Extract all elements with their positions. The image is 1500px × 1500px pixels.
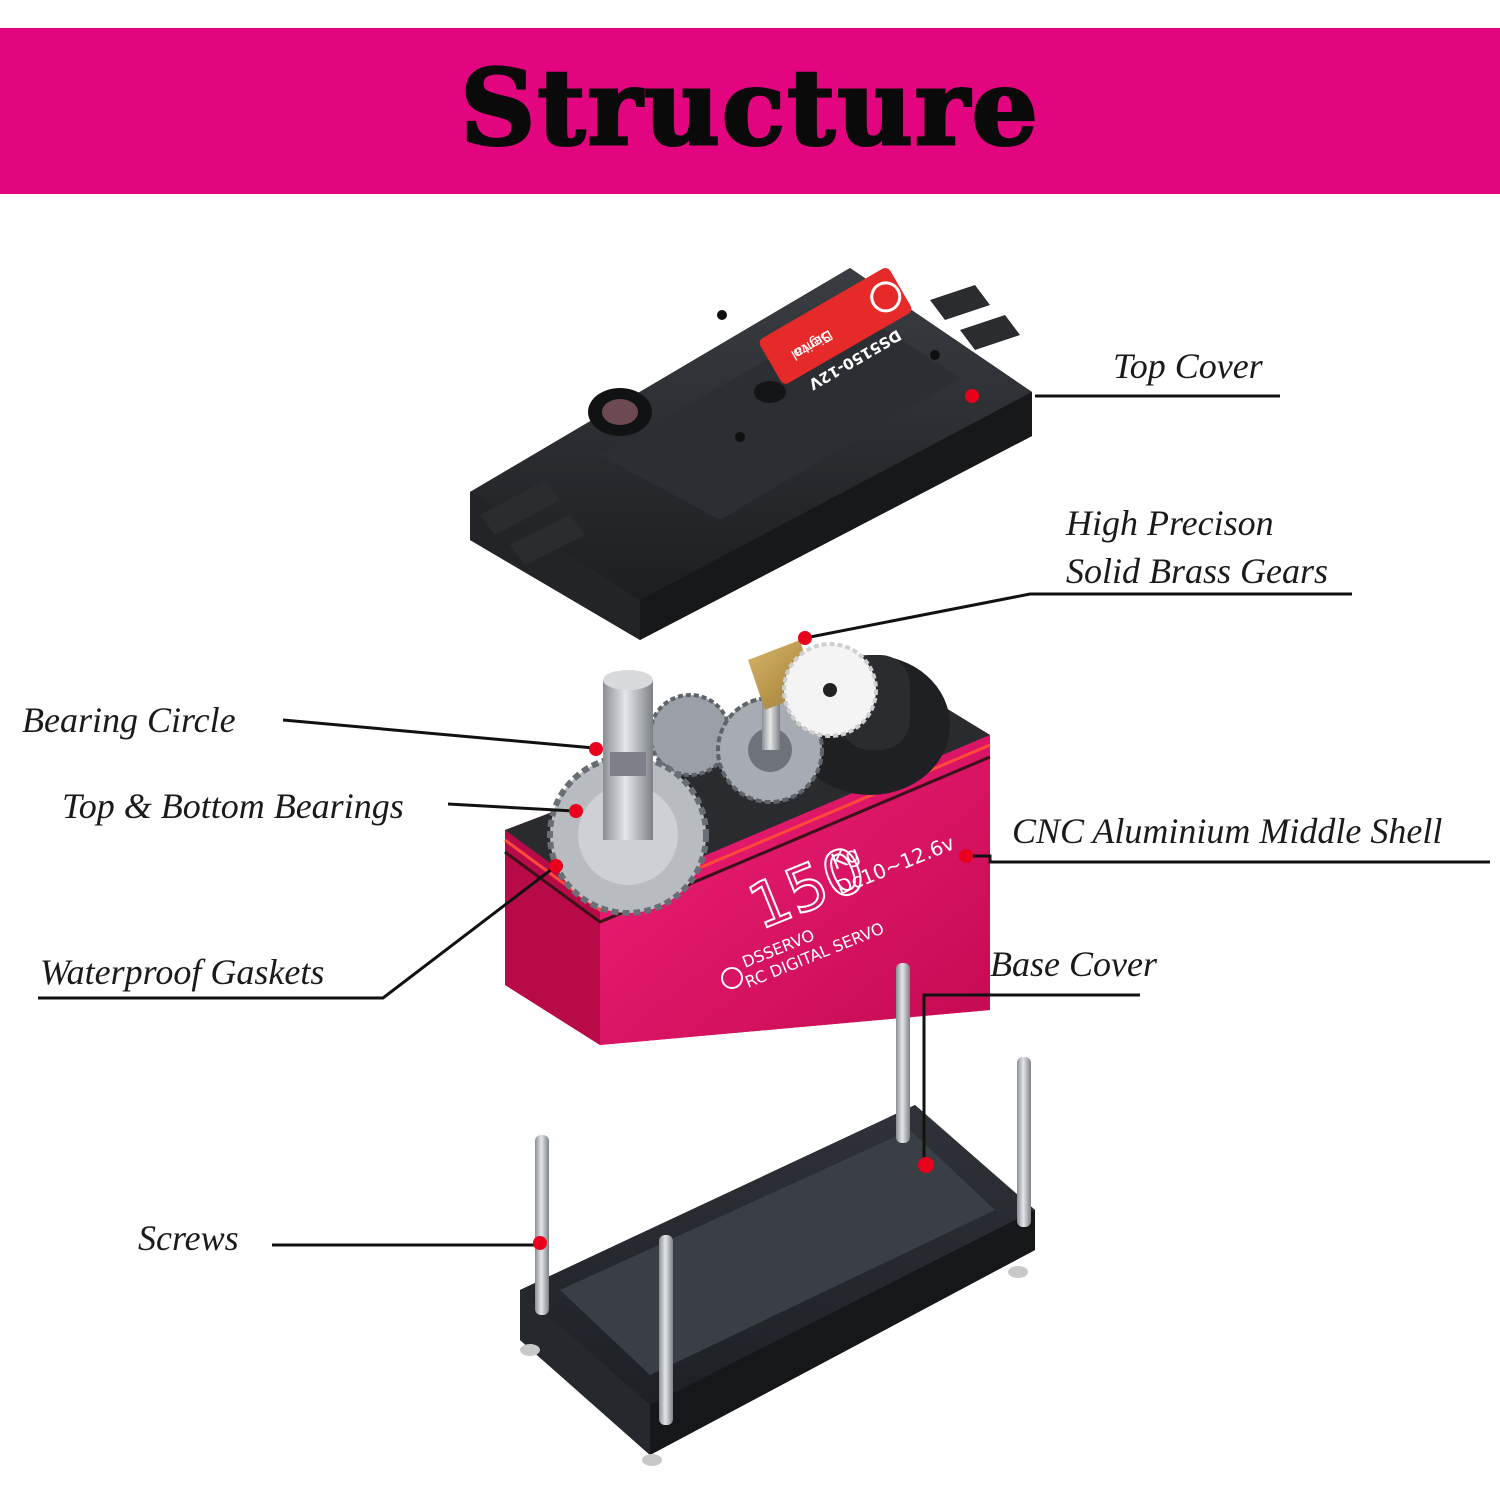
leader-base-cover (922, 993, 1140, 1165)
marker-gears (798, 631, 812, 645)
label-screws: Screws (138, 1218, 239, 1258)
leader-bearings (447, 802, 575, 813)
title-banner: Structure (0, 28, 1500, 194)
marker-screws (533, 1236, 547, 1250)
screws-part (535, 963, 1031, 1425)
label-gears-line1: High Precison (1066, 503, 1274, 543)
label-gaskets: Waterproof Gaskets (40, 952, 325, 992)
label-middle-shell: CNC Aluminium Middle Shell (1012, 811, 1443, 851)
markers (533, 389, 979, 1250)
leader-middle-shell (966, 854, 1490, 864)
base-cover-part (520, 1105, 1035, 1466)
marker-base-cover (918, 1157, 934, 1173)
label-base-cover: Base Cover (990, 944, 1157, 984)
gear-train (547, 640, 878, 916)
marker-top-cover (965, 389, 979, 403)
label-gears-line2: Solid Brass Gears (1066, 551, 1329, 591)
marker-middle-shell (959, 849, 973, 863)
leader-gaskets (38, 864, 557, 1000)
marker-gaskets (549, 859, 563, 873)
leader-lines (38, 394, 1490, 1247)
leader-gears (804, 592, 1352, 640)
leader-bearing-circle (282, 718, 595, 750)
top-cover-part: Digital Servo DS5150-12V (470, 268, 1032, 640)
label-bearings: Top & Bottom Bearings (62, 786, 404, 826)
page-title: Structure (459, 44, 1040, 170)
middle-shell-part: 150 Kg Dc10~12.6v DSSERVO RC DIGITAL SER… (504, 655, 991, 1045)
label-top-cover: Top Cover (1113, 346, 1263, 386)
label-bearing-circle: Bearing Circle (22, 700, 236, 740)
marker-bearings (569, 804, 583, 818)
marker-bearing-circle (589, 742, 603, 756)
